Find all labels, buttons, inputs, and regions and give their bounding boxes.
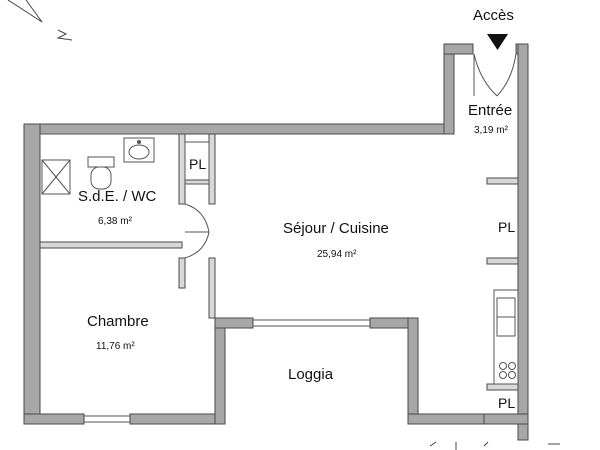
closet-label-bathroom: PL [189,156,207,172]
doors [184,53,517,259]
entry-door [473,53,517,97]
shower-tray [41,159,71,195]
sde-name: S.d.E. / WC [78,188,157,205]
sejour-name: Séjour / Cuisine [283,220,389,237]
entree-area: 3,19 m² [474,125,508,136]
access-label: Accès [473,7,514,24]
scale-bar [429,441,560,450]
kitchen-fixtures [493,289,519,385]
bathroom-fixtures [41,137,210,195]
bedroom-door [184,231,210,259]
loggia-name: Loggia [288,366,334,383]
entrance-arrow-icon [487,34,508,50]
closet-label-kitchen: PL [498,219,516,235]
toilet-bowl [90,166,112,190]
washbasin [123,137,155,163]
sde-area: 6,38 m² [98,216,132,227]
sejour-area: 25,94 m² [317,249,357,260]
bath-door [184,203,210,233]
chambre-area: 11,76 m² [96,341,135,352]
loggia-window [40,133,370,423]
entree-name: Entrée [468,102,513,119]
closet-label-corner: PL [498,395,516,411]
compass-icon [7,0,73,41]
chambre-name: Chambre [87,313,149,330]
toilet-tank [87,156,115,168]
exterior-walls [23,43,529,441]
